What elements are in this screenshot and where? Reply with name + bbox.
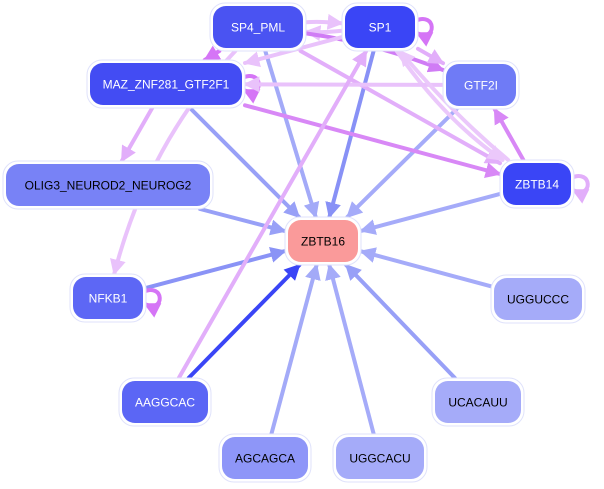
node-label: AGCAGCA (235, 452, 295, 466)
node-label: SP1 (369, 21, 392, 35)
node-box (345, 6, 415, 48)
edge-zbtb14-to-zbtb14 (569, 174, 590, 204)
node-box (494, 278, 582, 320)
node-label: UCACAUU (448, 396, 507, 410)
node-olig3-neurod2-neurog2[interactable]: OLIG3_NEUROD2_NEUROG2 (2, 160, 214, 210)
node-label: NFKB1 (89, 292, 128, 306)
node-label: SP4_PML (231, 21, 285, 35)
edge-gtf2i-to-maz_znf281_gtf2f1 (243, 76, 445, 93)
edge-olig3_neurod2_neurog2-to-zbtb16 (198, 207, 287, 236)
node-box (6, 164, 210, 206)
edge-nfkb1-to-nfkb1 (141, 288, 162, 318)
edge-agcagca-to-zbtb16 (269, 263, 321, 436)
edges-layer (110, 13, 590, 436)
node-uggcacu[interactable]: UGGCACU (332, 433, 428, 483)
node-gtf2i[interactable]: GTF2I (442, 60, 520, 110)
node-box (90, 63, 242, 105)
node-sp1[interactable]: SP1 (341, 2, 419, 52)
node-box (446, 64, 516, 106)
node-label: MAZ_ZNF281_GTF2F1 (103, 78, 230, 92)
node-label: GTF2I (464, 79, 498, 93)
node-box (122, 381, 208, 423)
edge-ucacauu-to-zbtb16 (344, 263, 457, 380)
node-box (73, 277, 143, 319)
edge-zbtb14-to-zbtb16 (359, 191, 502, 235)
node-label: UGGCACU (349, 452, 410, 466)
node-label: OLIG3_NEUROD2_NEUROG2 (25, 179, 192, 193)
edge-aaggcac-to-zbtb16 (186, 263, 302, 380)
edge-uggcacu-to-zbtb16 (325, 263, 376, 436)
node-nfkb1[interactable]: NFKB1 (69, 273, 147, 323)
edge-sp4_pml-to-zbtb16 (263, 49, 320, 219)
node-label: AAGGCAC (135, 396, 195, 410)
edge-zbtb14-to-gtf2i (492, 107, 526, 162)
node-aaggcac[interactable]: AAGGCAC (118, 377, 212, 427)
node-agcagca[interactable]: AGCAGCA (218, 433, 312, 483)
edge-sp1-to-sp1 (413, 17, 434, 47)
node-box (213, 6, 303, 48)
node-sp4-pml[interactable]: SP4_PML (209, 2, 307, 52)
node-box (435, 381, 521, 423)
edge-sp4_pml-to-zbtb14 (298, 49, 502, 166)
node-box (336, 437, 424, 479)
node-maz-znf281-gtf2f1[interactable]: MAZ_ZNF281_GTF2F1 (86, 59, 246, 109)
node-label: UGGUCCC (507, 293, 569, 307)
node-label: ZBTB14 (515, 178, 559, 192)
node-ugguccc[interactable]: UGGUCCC (490, 274, 586, 324)
edge-sp1-to-maz_znf281_gtf2f1 (243, 35, 344, 68)
node-label: ZBTB16 (301, 235, 345, 249)
edge-zbtb14-to-sp1 (398, 49, 511, 162)
node-zbtb14[interactable]: ZBTB14 (499, 159, 575, 209)
node-box (288, 220, 358, 262)
edge-nfkb1-to-zbtb16 (144, 247, 287, 290)
edge-aaggcac-to-sp1 (176, 49, 369, 380)
edge-maz_znf281_gtf2f1-to-zbtb16 (188, 106, 301, 219)
edge-maz_znf281_gtf2f1-to-zbtb14 (243, 103, 502, 178)
edge-sp4_pml-to-sp1 (304, 13, 344, 30)
edge-sp1-to-gtf2i (416, 46, 445, 66)
node-box (503, 163, 571, 205)
edge-maz_znf281_gtf2f1-to-olig3_neurod2_neurog2 (119, 106, 155, 163)
edge-sp4_pml-to-maz_znf281_gtf2f1 (202, 45, 222, 62)
node-ucacauu[interactable]: UCACAUU (431, 377, 525, 427)
node-zbtb16[interactable]: ZBTB16 (284, 216, 362, 266)
edge-sp1-to-sp4_pml (304, 25, 344, 42)
node-box (222, 437, 308, 479)
edge-ugguccc-to-zbtb16 (359, 247, 493, 289)
edge-gtf2i-to-zbtb16 (345, 107, 459, 219)
